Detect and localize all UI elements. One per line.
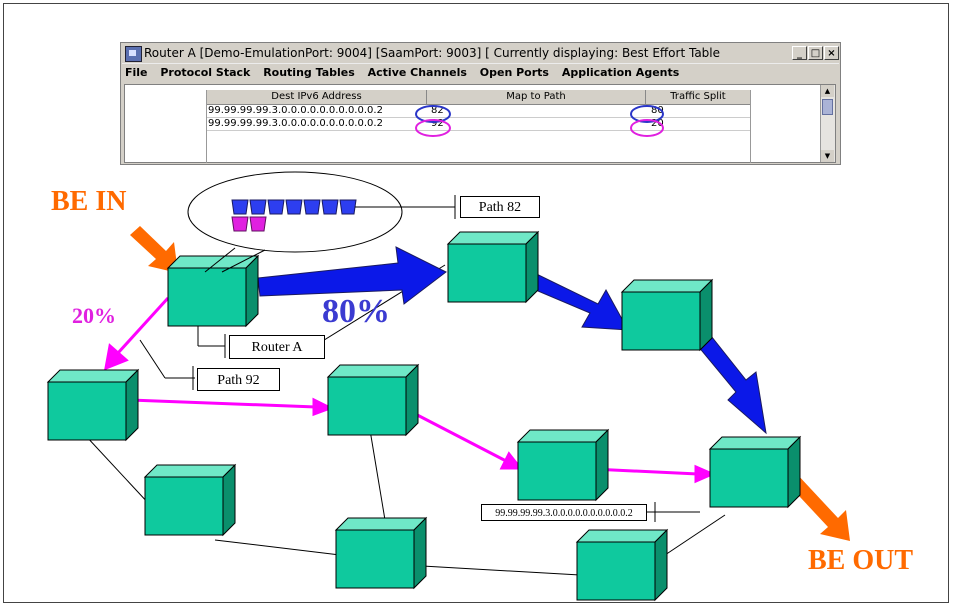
header-traffic-split[interactable]: Traffic Split [670,91,726,102]
menu-routing-tables[interactable]: Routing Tables [263,66,355,79]
percent-20-label: 20% [72,303,116,328]
router-path82-1[interactable] [447,231,539,303]
scroll-thumb[interactable] [822,99,833,115]
router-path92-3[interactable] [517,429,609,501]
callout-leaders [192,195,700,522]
be-out-arrow [786,473,850,541]
router-left[interactable] [47,369,139,441]
alt-path-92 [104,296,716,484]
cell-dest-address: 99.99.99.99.3.0.0.0.0.0.0.0.0.0.0.2 [208,105,383,116]
table-header: Dest IPv6 Address Map to Path Traffic Sp… [207,90,750,105]
close-button[interactable]: × [824,46,839,60]
minimize-button[interactable]: _ [792,46,807,60]
menu-active-channels[interactable]: Active Channels [367,66,467,79]
callout-dest-address: 99.99.99.99.3.0.0.0.0.0.0.0.0.0.0.2 [481,504,647,521]
header-dest-address[interactable]: Dest IPv6 Address [207,90,427,104]
router-middle[interactable] [327,364,419,436]
router-bottom-middle[interactable] [335,517,427,589]
routing-table: Dest IPv6 Address Map to Path Traffic Sp… [206,90,751,163]
blue-queue-icon [231,199,357,215]
callout-path-82: Path 82 [460,196,540,218]
callout-router-a: Router A [229,335,325,359]
header-map-to-path[interactable]: Map to Path [427,90,646,104]
menu-protocol-stack[interactable]: Protocol Stack [160,66,251,79]
table-pane: Dest IPv6 Address Map to Path Traffic Sp… [124,84,836,163]
router-path82-2[interactable] [621,279,713,351]
title-bar[interactable]: Router A [Demo-EmulationPort: 9004] [Saa… [122,44,839,64]
callout-path-92: Path 92 [197,368,280,391]
router-window: Router A [Demo-EmulationPort: 9004] [Saa… [120,42,841,165]
window-title: Router A [Demo-EmulationPort: 9004] [Saa… [144,46,721,60]
be-out-label: BE OUT [808,545,914,576]
vertical-scrollbar[interactable]: ▲ ▼ [820,85,835,162]
menu-open-ports[interactable]: Open Ports [479,66,549,79]
router-destination[interactable] [709,436,801,508]
be-in-label: BE IN [51,186,127,217]
scroll-down-icon[interactable]: ▼ [821,150,834,162]
router-bottom-right[interactable] [576,529,668,601]
be-arrows [130,226,850,541]
be-in-arrow [130,226,178,273]
main-path-82 [257,246,767,435]
slide-frame [3,3,949,603]
menu-file[interactable]: File [125,66,148,79]
router-a[interactable] [167,255,259,327]
menu-application-agents[interactable]: Application Agents [561,66,680,79]
network-links [84,264,761,576]
scroll-up-icon[interactable]: ▲ [821,85,834,97]
router-bottom-left[interactable] [144,464,236,536]
percent-80-label: 80% [322,293,390,330]
maximize-button[interactable]: □ [808,46,823,60]
magenta-queue-icon [231,216,267,232]
cell-dest-address: 99.99.99.99.3.0.0.0.0.0.0.0.0.0.0.2 [208,118,383,129]
java-app-icon [125,46,142,62]
menu-bar: File Protocol Stack Routing Tables Activ… [125,66,688,82]
